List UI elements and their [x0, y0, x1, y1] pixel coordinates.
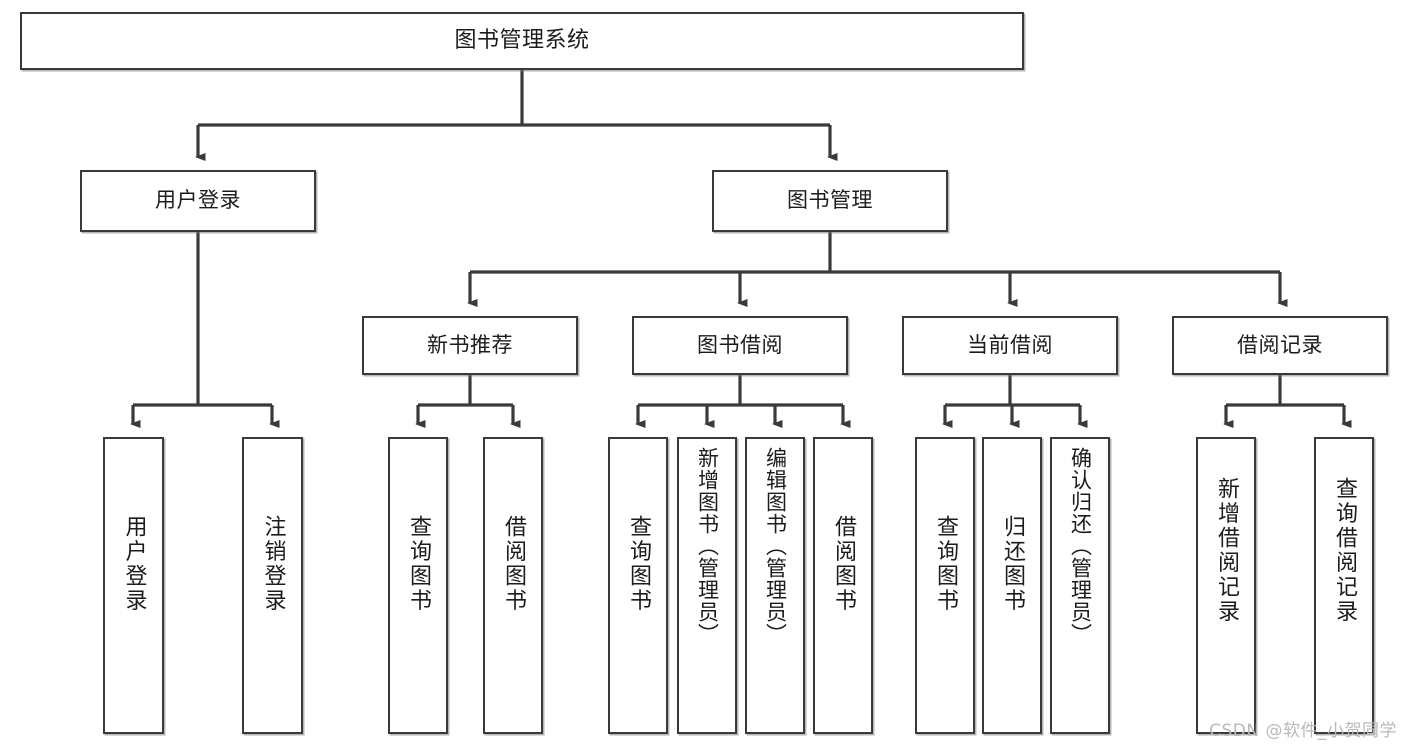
node-user-login-label: 用户登录: [155, 188, 241, 213]
node-new-book-rec[interactable]: 新书推荐: [362, 316, 578, 375]
node-leaf-return-book-label: 归还图书: [1000, 515, 1025, 613]
node-leaf-query-book-c[interactable]: 查询图书: [915, 437, 975, 734]
node-current-borrow-label: 当前借阅: [967, 332, 1053, 357]
node-leaf-borrow-book-rec[interactable]: 借阅图书: [483, 437, 543, 734]
node-leaf-edit-book-label: 编辑图书（管理员）: [763, 447, 788, 645]
node-borrow-record-label: 借阅记录: [1237, 332, 1323, 357]
node-leaf-add-record-label: 新增借阅记录: [1214, 477, 1239, 624]
node-root[interactable]: 图书管理系统: [20, 12, 1024, 70]
node-leaf-query-record-label: 查询借阅记录: [1332, 477, 1357, 624]
node-leaf-borrow-book-b[interactable]: 借阅图书: [813, 437, 873, 734]
node-book-borrow[interactable]: 图书借阅: [632, 316, 848, 375]
node-book-manage[interactable]: 图书管理: [712, 170, 948, 232]
node-leaf-edit-book[interactable]: 编辑图书（管理员）: [745, 437, 805, 734]
node-book-manage-label: 图书管理: [787, 188, 873, 213]
node-book-borrow-label: 图书借阅: [697, 332, 783, 357]
node-leaf-confirm-return[interactable]: 确认归还（管理员）: [1050, 437, 1110, 734]
node-leaf-query-record[interactable]: 查询借阅记录: [1314, 437, 1374, 734]
node-leaf-query-book-b[interactable]: 查询图书: [608, 437, 668, 734]
node-leaf-borrow-book-rec-label: 借阅图书: [501, 515, 526, 613]
node-leaf-logout[interactable]: 注销登录: [242, 437, 303, 734]
node-leaf-logout-label: 注销登录: [260, 515, 286, 613]
node-new-book-rec-label: 新书推荐: [427, 332, 513, 357]
node-current-borrow[interactable]: 当前借阅: [902, 316, 1118, 375]
node-leaf-user-login[interactable]: 用户登录: [103, 437, 164, 734]
node-root-label: 图书管理系统: [454, 27, 590, 53]
node-leaf-borrow-book-b-label: 借阅图书: [831, 515, 856, 613]
node-leaf-add-book-label: 新增图书（管理员）: [695, 447, 720, 645]
node-borrow-record[interactable]: 借阅记录: [1172, 316, 1388, 375]
node-leaf-add-record[interactable]: 新增借阅记录: [1196, 437, 1256, 734]
node-leaf-query-book-rec[interactable]: 查询图书: [388, 437, 448, 734]
node-leaf-query-book-c-label: 查询图书: [933, 515, 958, 613]
node-leaf-add-book[interactable]: 新增图书（管理员）: [677, 437, 737, 734]
node-leaf-query-book-rec-label: 查询图书: [406, 515, 431, 613]
node-leaf-return-book[interactable]: 归还图书: [982, 437, 1042, 734]
node-user-login[interactable]: 用户登录: [80, 170, 316, 232]
node-leaf-confirm-return-label: 确认归还（管理员）: [1068, 447, 1093, 645]
node-leaf-query-book-b-label: 查询图书: [626, 515, 651, 613]
node-leaf-user-login-label: 用户登录: [121, 515, 147, 613]
